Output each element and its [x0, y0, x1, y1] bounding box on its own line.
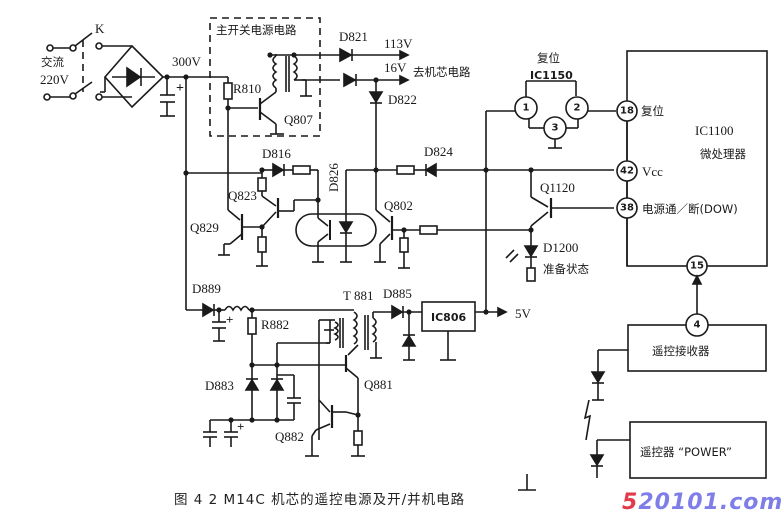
transmitter-ir-led-icon — [589, 454, 605, 467]
d885-diode-icon — [391, 304, 404, 320]
standby-led-label: 准备状态 — [543, 262, 589, 276]
d821-diode-icon — [339, 47, 353, 63]
svg-text:+: + — [176, 81, 184, 96]
site-watermark: 520101.com — [622, 490, 782, 515]
svg-text:42: 42 — [620, 166, 634, 177]
figure-caption: 图 4 2 M14C 机芯的遥控电源及开/并机电路 — [174, 492, 466, 508]
svg-text:18: 18 — [620, 106, 634, 117]
ic1150-pin-1 — [514, 96, 538, 120]
pin18-label: 复位 — [641, 104, 664, 118]
d826-optocoupler: D826 — [295, 163, 377, 263]
svg-text:2: 2 — [574, 103, 581, 114]
bridge-rectifier — [100, 44, 165, 109]
svg-text:38: 38 — [620, 203, 634, 214]
ac-voltage-label: 220V — [40, 72, 70, 87]
ir-signal-icon — [583, 399, 592, 441]
receiver-pin-4 — [685, 313, 709, 337]
ac-terminal-bottom — [43, 93, 51, 101]
q881-label: Q881 — [364, 377, 393, 392]
ac-input-label: 交流 — [41, 55, 64, 69]
t881-secondary-icon — [371, 317, 377, 343]
voltage-5v-label: 5V — [515, 306, 532, 321]
remote-power-label: 遥控器 “POWER” — [640, 445, 732, 459]
ic1150-pin-2 — [565, 96, 589, 120]
ic1100-label: IC1100 — [695, 123, 734, 138]
ic1150-label: IC1150 — [530, 69, 573, 82]
q882-label: Q882 — [275, 429, 304, 444]
rectifier-diode-icon — [126, 66, 142, 88]
d822-label: D822 — [388, 92, 417, 107]
t881-label: T 881 — [343, 288, 373, 303]
standby-supply: D889 + R882 D883 — [185, 281, 532, 457]
d1200-led-icon — [523, 245, 539, 258]
q807-label: Q807 — [284, 112, 313, 127]
ic1100-microprocessor: IC1100 微处理器 18 复位 42 Vcc 38 电源通／断(DOW) 1… — [616, 50, 768, 322]
d885-label: D885 — [383, 286, 412, 301]
svg-text:+: + — [226, 312, 233, 327]
transformer-secondary-icon — [292, 55, 298, 81]
remote-transmitter-block — [629, 421, 767, 479]
ic806-label: IC806 — [431, 311, 466, 324]
pin42-label: Vcc — [642, 164, 663, 179]
d883-zener-icon — [244, 378, 260, 391]
voltage-300v-label: 300V — [172, 54, 202, 69]
d816-diode-icon — [272, 162, 285, 178]
voltage-16v-label: 16V — [384, 60, 407, 75]
r882-label: R882 — [261, 317, 289, 332]
d889-diode-icon — [202, 302, 215, 318]
choke-icon — [224, 305, 250, 312]
d824-label: D824 — [424, 144, 453, 159]
transformer-primary-icon — [272, 55, 278, 89]
d824-diode-icon — [424, 162, 437, 178]
voltage-113v-label: 113V — [384, 36, 413, 51]
ac-terminal-top — [46, 44, 54, 52]
vcc-rail: D816 D824 — [186, 144, 614, 203]
output-rails: D821 113V 16V 去机芯电路 D822 — [339, 29, 471, 170]
d822-diode-icon — [368, 91, 384, 104]
q802-label: Q802 — [384, 198, 413, 213]
q802-stage: Q802 — [374, 170, 534, 269]
svg-text:3: 3 — [552, 123, 559, 134]
reset-title-label: 复位 — [537, 51, 560, 65]
t881-primary-icon — [352, 311, 358, 345]
svg-text:+: + — [237, 419, 244, 434]
q823-label: Q823 — [228, 188, 257, 203]
receiver-photodiode-icon — [590, 371, 606, 384]
q1120-stage: Q1120 D1200 准备状态 — [505, 170, 614, 282]
d826-label: D826 — [326, 163, 341, 192]
svg-text:15: 15 — [690, 261, 704, 272]
watermark-domain: 20101.com — [638, 490, 782, 515]
d816-label: D816 — [262, 146, 291, 161]
d883-label: D883 — [205, 378, 234, 393]
ic1150-reset: 复位 IC1150 1 2 3 — [485, 51, 616, 300]
ic1100-desc-label: 微处理器 — [700, 147, 746, 161]
ac-input-section: K 交流 220V — [40, 21, 105, 101]
watermark-prefix: 5 — [622, 490, 639, 515]
svg-text:4: 4 — [694, 320, 701, 331]
to-chassis-label: 去机芯电路 — [413, 65, 471, 79]
main-psu-box: 主开关电源电路 R810 Q807 — [209, 17, 340, 173]
d-16v-diode-icon — [343, 72, 357, 88]
r810-resistor — [223, 82, 233, 100]
d821-label: D821 — [339, 29, 368, 44]
q829-label: Q829 — [190, 220, 219, 235]
r810-label: R810 — [233, 81, 261, 96]
remote-receiver-label: 遥控接收器 — [652, 344, 710, 358]
svg-text:1: 1 — [523, 103, 530, 114]
pin38-label: 电源通／断(DOW) — [642, 202, 738, 216]
remote-control-section: 4 遥控接收器 遥控器 “POWER” — [583, 313, 767, 479]
d826-led-icon — [338, 221, 354, 234]
main-psu-label: 主开关电源电路 — [216, 23, 297, 37]
switch-k-label: K — [95, 21, 105, 36]
d889-label: D889 — [192, 281, 221, 296]
d1200-label: D1200 — [543, 240, 578, 255]
q1120-label: Q1120 — [540, 180, 575, 195]
t881-feedback-winding-icon — [333, 321, 339, 341]
d885-zener-icon — [401, 334, 417, 347]
switch-k-blade-top[interactable] — [74, 32, 93, 47]
q829-q823-stage: Q829 Q823 — [190, 170, 318, 267]
rail-300v: + 300V — [160, 54, 226, 287]
